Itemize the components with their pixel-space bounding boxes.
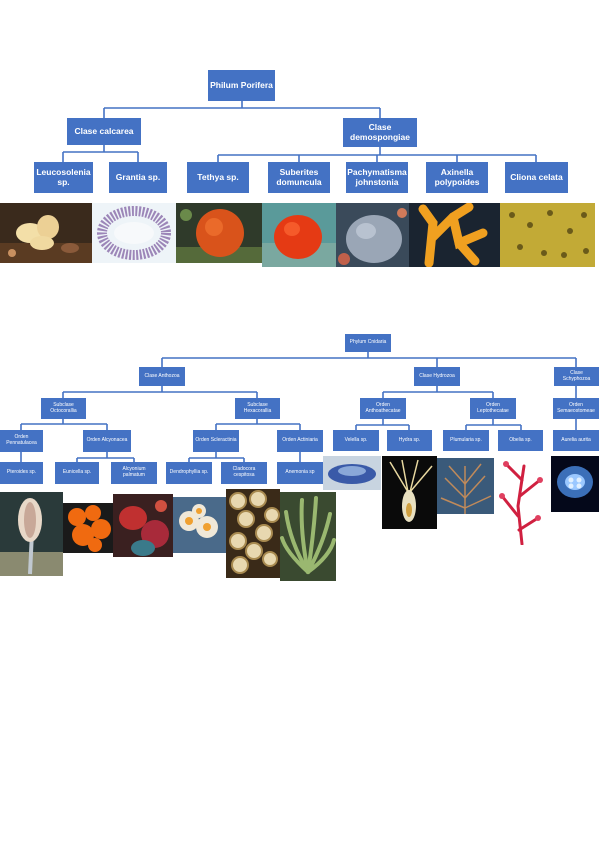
order-semaeostomeae-box: Orden Semaeostomeae [553, 398, 599, 419]
species-obelia-box: Obelia sp. [498, 430, 543, 451]
species-anemonia-box: Anemonia sp [277, 462, 323, 484]
species-pteroides-box: Pteroides sp. [0, 462, 43, 484]
species-dendrophyllia-box: Dendrophyllia sp. [166, 462, 212, 484]
species-eunicella-box: Eunicella sp. [55, 462, 99, 484]
brown-hydroid-photo [437, 458, 494, 514]
class-calcarea-box: Clase calcarea [67, 118, 141, 145]
order-actiniaria-box: Orden Actiniaria [277, 430, 323, 452]
orange-cup-coral-photo [173, 497, 226, 553]
species-cliona-box: Cliona celata [505, 162, 568, 193]
order-leptothecatae-box: Orden Leptothecatae [470, 398, 516, 419]
species-axinella-box: Axinella polypoides [426, 162, 488, 193]
order-alcyonacea-box: Orden Alcyonacea [83, 430, 131, 452]
green-anemone-photo [280, 492, 336, 581]
red-soft-coral-photo [113, 494, 173, 557]
sea-pen-photo [0, 492, 63, 576]
species-grantia-box: Grantia sp. [109, 162, 167, 193]
blue-velella-photo [323, 456, 381, 490]
order-pennatulacea-box: Orden Pennatulacea [0, 430, 43, 452]
orange-gorgonian-photo [63, 503, 113, 553]
class-demospongiae-box: Clase demospongiae [343, 118, 417, 147]
cream-sponge-photo [0, 203, 92, 263]
species-hydra-box: Hydra sp. [387, 430, 432, 451]
yellow-boring-sponge-photo [500, 203, 595, 267]
species-alcyonium-box: Alcyonium palmatum [111, 462, 157, 484]
species-leucosolenia-box: Leucosolenia sp. [34, 162, 93, 193]
order-scleractinia-box: Orden Scleractinia [193, 430, 239, 452]
subclass-octocorallia-box: Subclase Octocorallia [41, 398, 86, 419]
order-anthoathecatae-box: Orden Anthoathecatae [360, 398, 406, 419]
species-plumularia-box: Plumularia sp. [443, 430, 489, 451]
moon-jellyfish-photo [551, 456, 599, 512]
class-hydrozoa-box: Clase Hydrozoa [414, 367, 460, 386]
yellow-branching-sponge-photo [409, 203, 500, 267]
grey-sponge-photo [336, 203, 409, 267]
cushion-coral-photo [226, 489, 280, 578]
orange-ball-sponge-photo [176, 203, 262, 263]
subclass-hexacorallia-box: Subclase Hexacorallia [235, 398, 280, 419]
species-tethya-box: Tethya sp. [187, 162, 249, 193]
species-aurelia-box: Aurelia aurita [553, 430, 599, 451]
phylum-cnidaria-box: Phylum Cnidaria [345, 334, 391, 352]
red-sponge-photo [262, 203, 336, 267]
hydra-photo [382, 456, 437, 529]
pink-hydroid-photo [494, 456, 549, 545]
phylum-porifera-box: Philum Porifera [208, 70, 275, 101]
ring-sponge-photo [92, 203, 176, 263]
species-cladocora-box: Cladocora cespitosa [221, 462, 267, 484]
class-anthozoa-box: Clase Anthozoa [139, 367, 185, 386]
species-suberites-box: Suberites domuncula [268, 162, 330, 193]
species-pachymatisma-box: Pachymatisma johnstonia [346, 162, 408, 193]
species-velella-box: Velella sp. [333, 430, 379, 451]
class-schyphozoa-box: Clase Schyphozoa [554, 367, 599, 386]
